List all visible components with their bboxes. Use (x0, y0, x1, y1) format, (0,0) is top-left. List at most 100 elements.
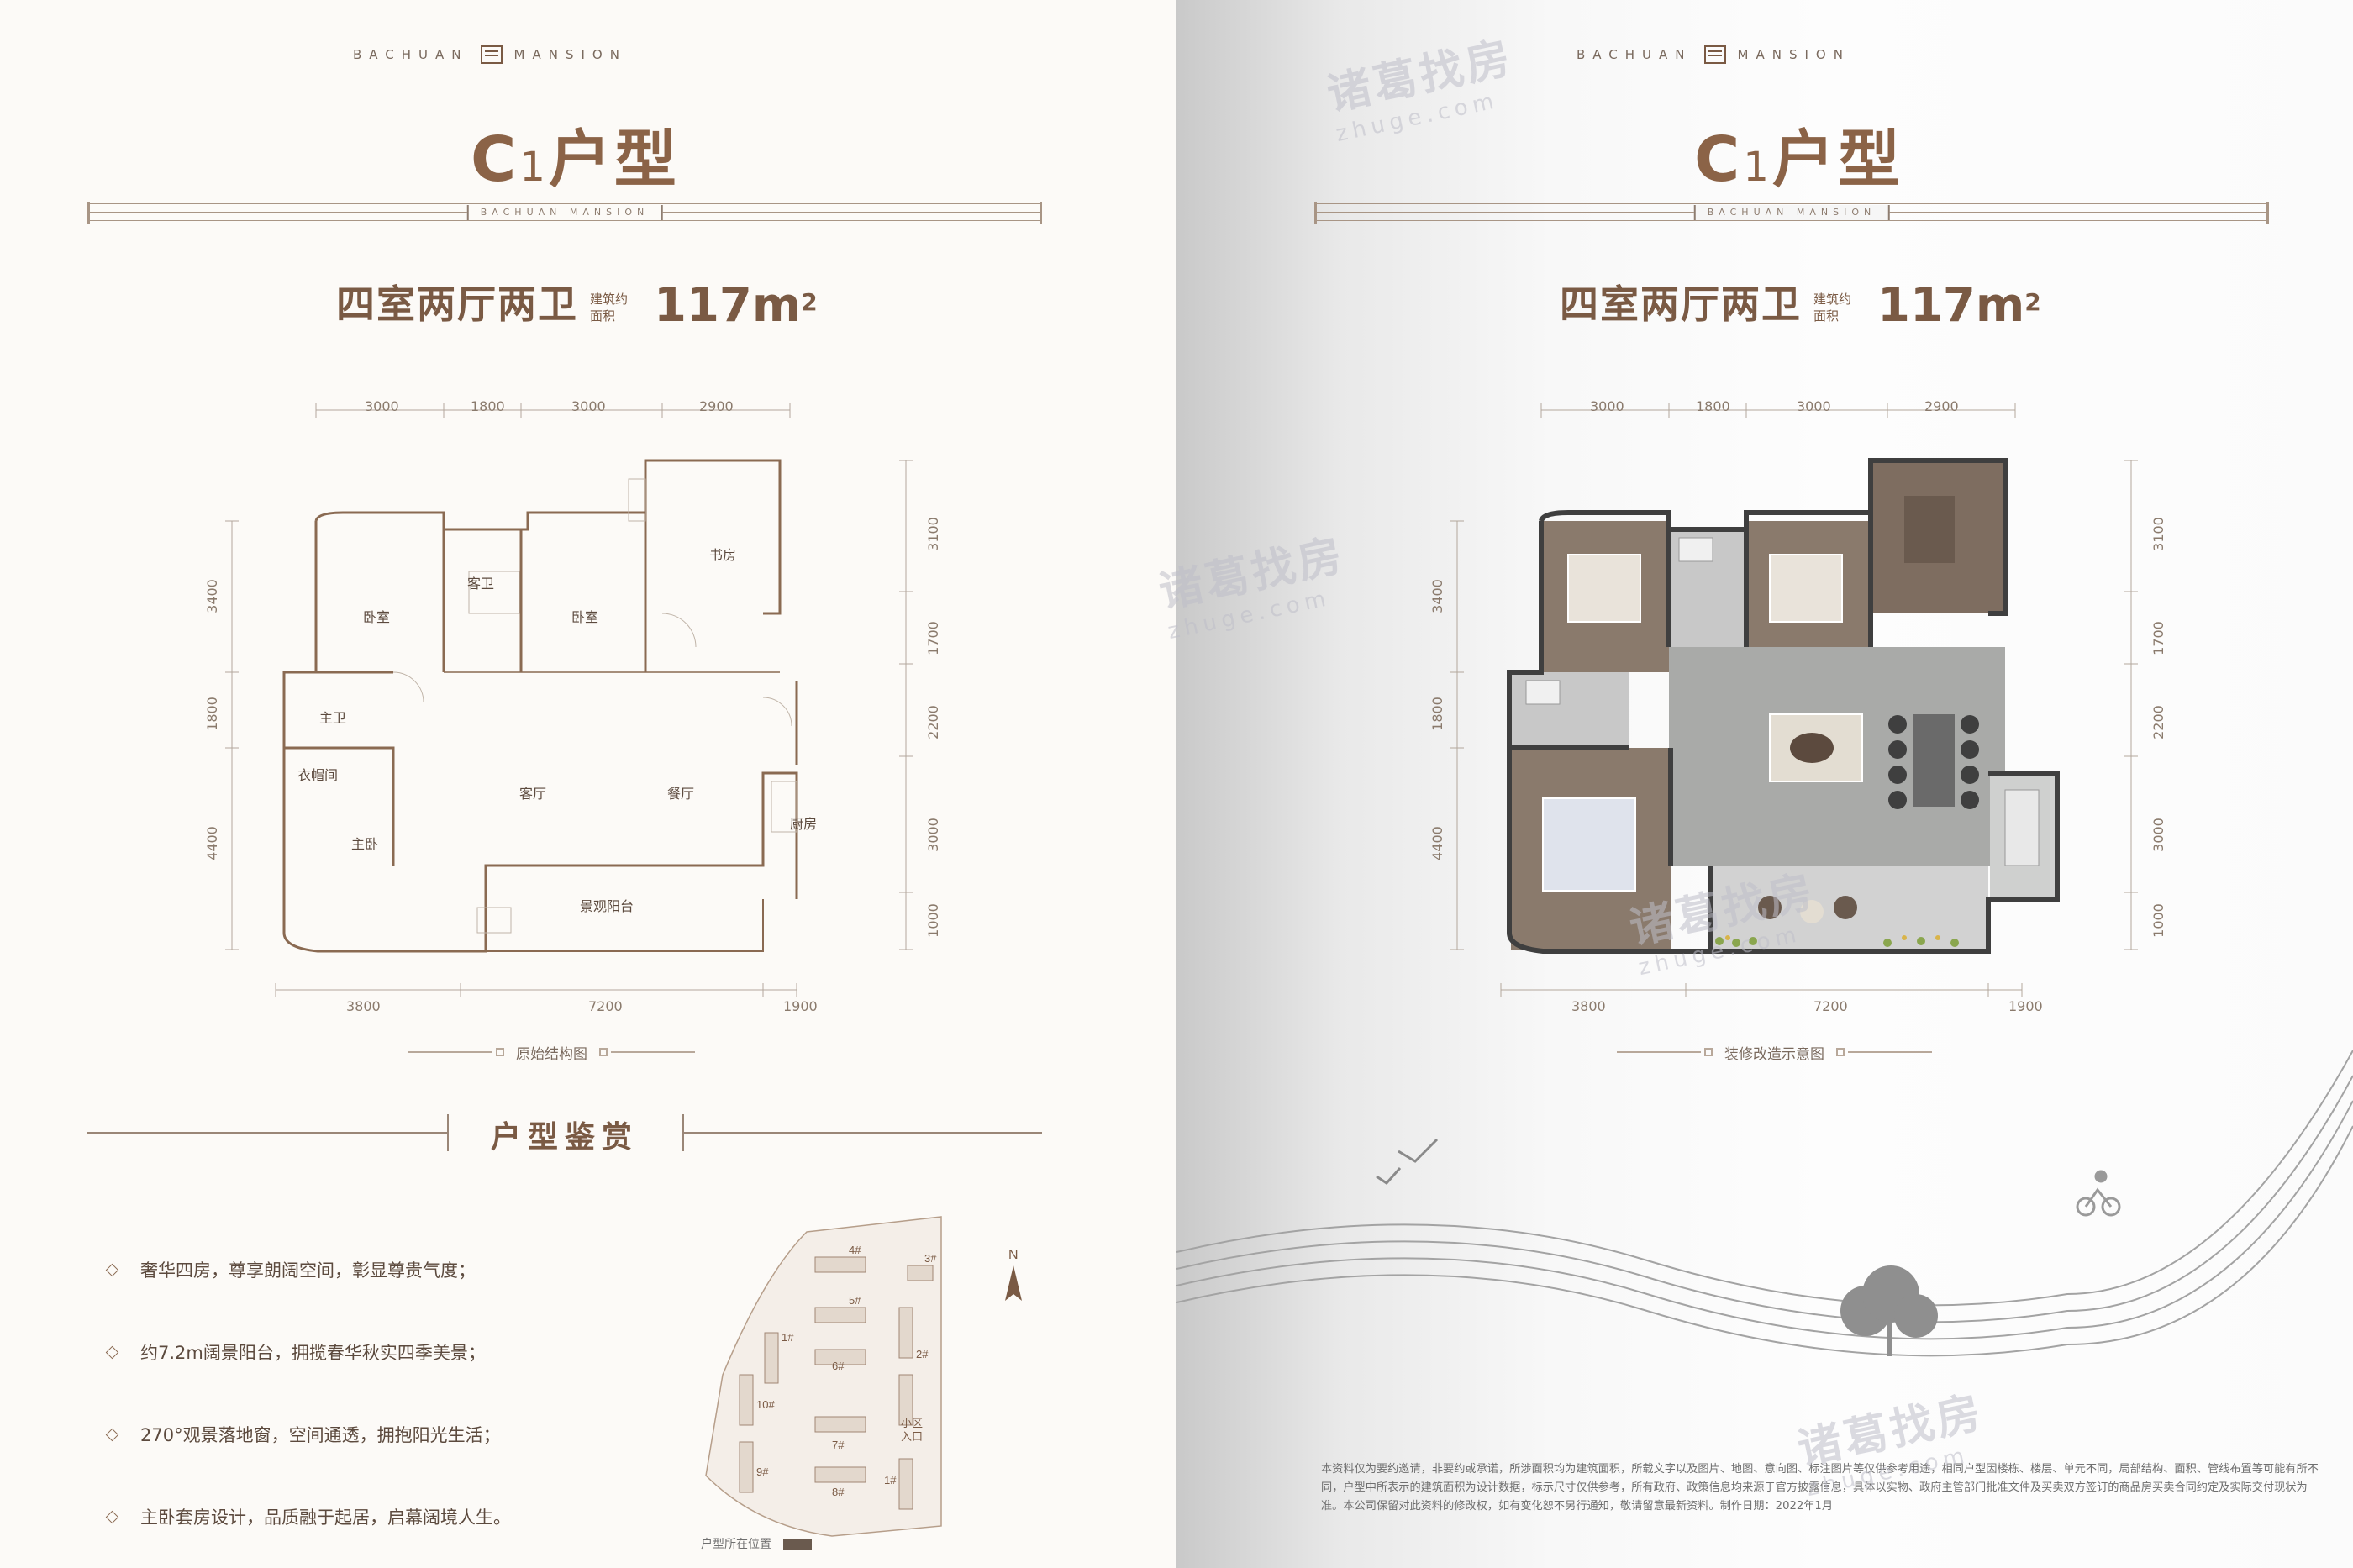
brand-logo-icon (480, 45, 503, 64)
title-subscript: 1 (1743, 144, 1772, 191)
dim-top-3: 3000 (1797, 398, 1831, 414)
area-value: 117m2 (1877, 282, 2041, 329)
dim-right-5: 1000 (924, 903, 941, 938)
area-value: 117m2 (654, 282, 818, 329)
building-10: 10# (756, 1398, 775, 1411)
room-master-bedroom: 主卧 (351, 837, 378, 852)
building-9: 9# (756, 1465, 769, 1478)
area-superscript: 2 (2024, 288, 2041, 316)
room-bedroom-a: 卧室 (363, 610, 390, 625)
dim-right-4: 3000 (2150, 818, 2166, 852)
feature-text: 主卧套房设计，品质融于起居，启幕阔境人生。 (140, 1507, 511, 1528)
dim-right-1: 3100 (924, 517, 941, 551)
dim-right-4: 3000 (924, 818, 941, 852)
caption-renovated: 装修改造示意图 (1617, 1042, 1932, 1063)
dim-bottom-2: 7200 (588, 998, 623, 1014)
title-rest: 户型 (1771, 124, 1903, 196)
dim-left-3: 4400 (203, 826, 220, 860)
dim-left-2: 1800 (203, 697, 220, 731)
room-study: 书房 (709, 548, 736, 563)
brand-logo-icon (1703, 45, 1726, 64)
title-rule: BACHUAN MANSION (87, 202, 1042, 224)
coffee-table (1790, 733, 1834, 763)
building-7: 7# (832, 1439, 845, 1451)
diamond-bullet-icon (105, 1428, 119, 1441)
site-map-caption: 户型所在位置 (701, 1537, 771, 1550)
original-floor-plan: 卧室 客卫 卧室 书房 主卫 衣帽间 主卧 客厅 餐厅 厨房 景观阳台 (225, 403, 913, 997)
layout-summary: 四室两厅两卫 建筑约 面积 117m2 (1560, 274, 2041, 329)
title-rest: 户型 (548, 124, 680, 196)
dining-table (1913, 714, 1955, 807)
feature-text: 奢华四房，尊享朗阔空间，彰显尊贵气度； (140, 1260, 476, 1281)
caption-original: 原始结构图 (408, 1042, 695, 1063)
area-label: 建筑约 面积 (590, 291, 642, 324)
feature-item: 奢华四房，尊享朗阔空间，彰显尊贵气度； (105, 1229, 511, 1311)
brand-text-right: MANSION (1737, 47, 1850, 62)
title-letter: C (471, 124, 520, 196)
rule-label: BACHUAN MANSION (466, 205, 663, 220)
dim-top-4: 2900 (1924, 398, 1959, 414)
site-location-map: 4# 3# 5# 1# 6# 2# 10# 9# 7# 8# 1# 小区 入口 … (701, 1216, 1022, 1550)
dim-bottom-3: 1900 (2008, 998, 2043, 1014)
right-page: BACHUAN MANSION C1户型 BACHUAN MANSION 四室两… (1176, 0, 2353, 1568)
dim-top-1: 3000 (1590, 398, 1624, 414)
dim-bottom-3: 1900 (783, 998, 818, 1014)
dim-left-1: 3400 (1429, 579, 1445, 613)
disclaimer-text: 本资料仅为要约邀请，非要约或承诺，所涉面积均为建筑面积，所载文字以及图片、地图、… (1321, 1463, 2319, 1513)
building-3: 3# (924, 1252, 937, 1265)
room-master-bath: 主卫 (319, 711, 346, 726)
brand-text-left: BACHUAN (353, 47, 469, 62)
cyclist-icon (2076, 1170, 2121, 1217)
building-1a: 1# (782, 1331, 794, 1344)
room-dining: 餐厅 (667, 787, 694, 802)
building-2: 2# (916, 1348, 929, 1360)
dim-right-5: 1000 (2150, 903, 2166, 938)
building-4: 4# (849, 1244, 861, 1256)
dim-top-4: 2900 (699, 398, 734, 414)
bird-icon (1376, 1138, 1439, 1185)
caption-original-text: 原始结构图 (516, 1045, 587, 1063)
desk (1904, 496, 1955, 563)
appreciation-title: 户型鉴赏 (490, 1120, 639, 1155)
entrance-line2: 入口 (901, 1430, 923, 1443)
dim-bottom-1: 3800 (346, 998, 381, 1014)
page-title: C1户型 (1694, 109, 1903, 199)
north-arrow-icon: N (1005, 1248, 1022, 1301)
room-guest-bath: 客卫 (467, 576, 494, 592)
dim-bottom-1: 3800 (1571, 998, 1606, 1014)
furniture (1525, 496, 2040, 947)
area-label-line2: 面积 (1813, 308, 1840, 324)
rule-label: BACHUAN MANSION (1693, 205, 1890, 220)
feature-text: 约7.2m阔景阳台，拥揽春华秋实四季美景； (140, 1343, 486, 1363)
renovated-floor-plan (1450, 403, 2138, 997)
building-8: 8# (832, 1486, 845, 1498)
room-living: 客厅 (519, 787, 546, 802)
caption-renovated-text: 装修改造示意图 (1724, 1045, 1824, 1063)
area-number: 117m (654, 278, 802, 333)
building-6: 6# (832, 1360, 845, 1372)
brand-header: BACHUAN MANSION (353, 45, 627, 64)
dim-top-1: 3000 (365, 398, 399, 414)
area-label-line2: 面积 (590, 308, 616, 324)
legend-swatch (783, 1539, 812, 1550)
brand-text-right: MANSION (513, 47, 627, 62)
bed-a (1567, 554, 1641, 623)
landscape-illustration (1176, 1050, 2353, 1357)
dim-left-1: 3400 (203, 579, 220, 613)
brand-text-left: BACHUAN (1577, 47, 1692, 62)
dim-right-3: 2200 (2150, 705, 2166, 739)
feature-item: 270°观景落地窗，空间通透，拥抱阳光生活； (105, 1393, 511, 1476)
feature-text: 270°观景落地窗，空间通透，拥抱阳光生活； (140, 1425, 501, 1445)
room-cloakroom: 衣帽间 (297, 768, 338, 783)
area-label: 建筑约 面积 (1813, 291, 1866, 324)
title-rule: BACHUAN MANSION (1314, 202, 2269, 224)
diamond-bullet-icon (105, 1510, 119, 1523)
building-5: 5# (849, 1294, 861, 1307)
area-number: 117m (1877, 278, 2025, 333)
dim-bottom-2: 7200 (1813, 998, 1848, 1014)
bed-master (1542, 797, 1636, 892)
layout-name: 四室两厅两卫 (336, 282, 578, 327)
left-page: BACHUAN MANSION C1户型 BACHUAN MANSION 四室两… (0, 0, 1176, 1568)
dim-top-2: 1800 (471, 398, 505, 414)
layout-summary: 四室两厅两卫 建筑约 面积 117m2 (336, 274, 818, 329)
